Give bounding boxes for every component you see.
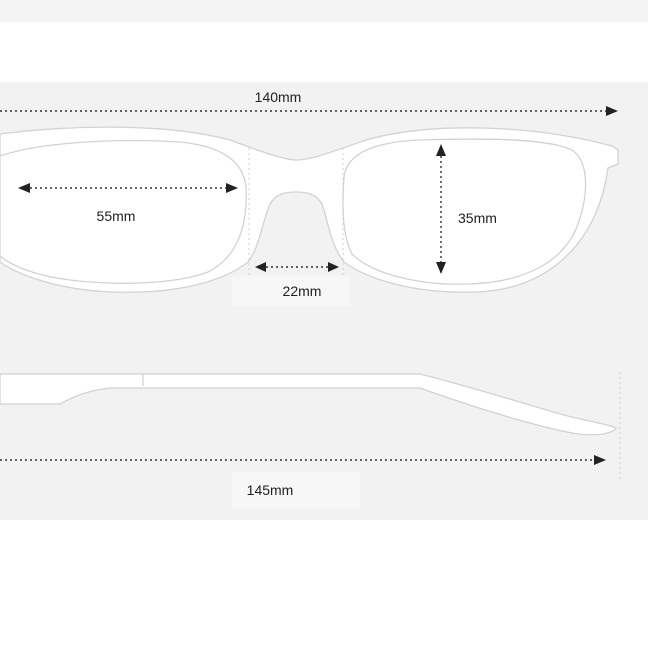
top-strip [0, 0, 648, 22]
temple-label-backdrop [232, 472, 360, 508]
lens-height-label: 35mm [458, 210, 497, 226]
temple-arm-outline [0, 373, 617, 436]
lens-width-label: 55mm [97, 208, 136, 224]
bridge-label-backdrop [232, 276, 350, 306]
total-width-label: 140mm [255, 89, 302, 105]
lens-height-arrow-top [436, 144, 446, 156]
bridge-width-label: 22mm [283, 283, 322, 299]
front-view-frame [0, 126, 619, 306]
temple-length-arrow-right [594, 455, 606, 465]
lens-height-arrow-bottom [436, 262, 446, 274]
total-width-arrow-right [606, 106, 618, 116]
left-lens-rim [0, 139, 247, 284]
right-lens-rim [342, 138, 587, 285]
frame-front-outline [0, 126, 619, 293]
lens-width-arrow-right [226, 183, 238, 193]
bridge-width-arrow-left [255, 262, 266, 272]
lens-width-arrow-left [18, 183, 30, 193]
temple-arm-side-view [0, 373, 617, 436]
temple-length-label: 145mm [247, 482, 294, 498]
bridge-width-arrow-right [328, 262, 339, 272]
